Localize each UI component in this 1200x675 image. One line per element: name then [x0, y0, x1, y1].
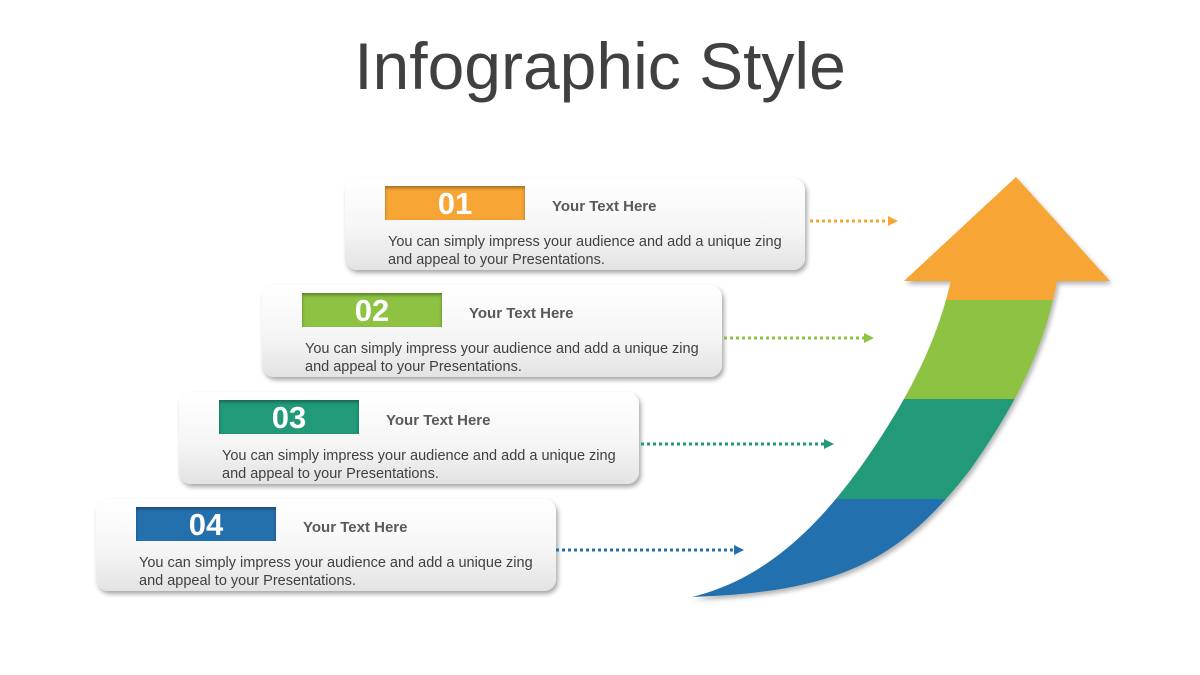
- step-number-badge-4: 04: [136, 507, 276, 542]
- arrow-shaft-segment-2: [903, 300, 1053, 399]
- step-description-2: You can simply impress your audience and…: [305, 341, 699, 375]
- page-title: Infographic Style: [354, 29, 846, 103]
- step-heading-3: Your Text Here: [386, 412, 491, 429]
- step-description-4: You can simply impress your audience and…: [139, 555, 533, 589]
- step-card-4: 04 Your Text Here You can simply impress…: [96, 499, 556, 591]
- arrow-head: [904, 177, 1110, 281]
- connector-2: [724, 333, 874, 343]
- step-number-badge-1: 01: [385, 186, 525, 221]
- step-card-1: 01 Your Text Here You can simply impress…: [345, 178, 805, 270]
- step-heading-2: Your Text Here: [469, 305, 574, 322]
- connector-1: [810, 216, 898, 226]
- arrow-shaft-segment-3: [835, 399, 1015, 499]
- step-card-3: 03 Your Text Here You can simply impress…: [179, 392, 639, 484]
- arrow-shaft-segment-4: [692, 499, 946, 597]
- step-card-2: 02 Your Text Here You can simply impress…: [262, 285, 722, 377]
- step-heading-1: Your Text Here: [552, 198, 657, 215]
- step-number-badge-3: 03: [219, 400, 359, 435]
- connector-4: [556, 545, 744, 555]
- step-description-1: You can simply impress your audience and…: [388, 234, 782, 268]
- step-description-3: You can simply impress your audience and…: [222, 448, 616, 482]
- step-heading-4: Your Text Here: [303, 519, 408, 536]
- curved-arrow: [692, 177, 1110, 597]
- step-number-badge-2: 02: [302, 293, 442, 328]
- connector-3: [641, 439, 834, 449]
- arrow-shaft-segment-1: [945, 276, 1058, 300]
